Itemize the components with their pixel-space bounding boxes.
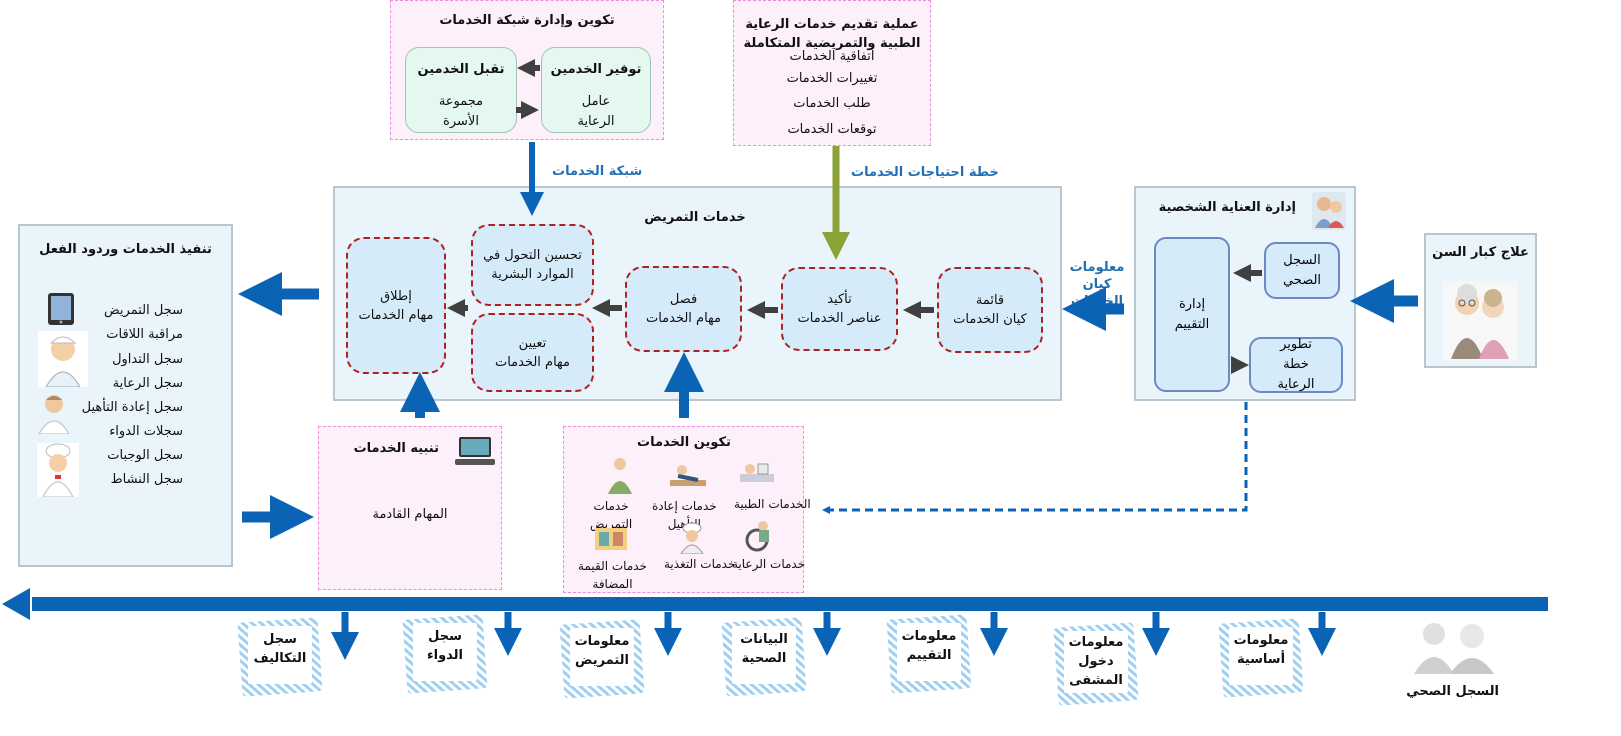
process-item-1: تغييرات الخدمات — [786, 71, 878, 86]
exec-item-2: سجل التداول — [112, 352, 183, 367]
separate-service-tasks[interactable]: فصل مهام الخدمات — [625, 266, 742, 352]
rehabilitation-icon — [670, 465, 706, 486]
tablet-icon — [48, 293, 74, 325]
process-item-0: اتفاقية الخدمات — [789, 49, 875, 64]
service-network-label: شبكة الخدمات — [552, 164, 643, 179]
process-item-3: توقعات الخدمات — [787, 122, 877, 137]
record-medication[interactable]: سجل الدواء — [402, 614, 488, 694]
process-panel: عملية تقديم خدمات الرعاية الطبية والتمري… — [733, 0, 931, 146]
exec-item-4: سجل إعادة التأهيل — [81, 400, 183, 415]
formation-item-2: خدمات التمريض — [590, 499, 633, 531]
receiver-box[interactable]: تقبل الخدمين مجموعة الأسرة — [405, 47, 517, 133]
nutrition-icon — [680, 522, 704, 554]
alert-body: المهام القادمة — [372, 507, 448, 522]
record-basic-info[interactable]: معلومات أساسية — [1218, 618, 1304, 698]
launch-service-tasks[interactable]: إطلاق مهام الخدمات — [346, 237, 446, 374]
formation-item-5: خدمات القيمة المضافة — [578, 559, 647, 591]
formation-item-1: خدمات إعادة التأهيل — [652, 499, 717, 531]
provider-box[interactable]: توفير الخدمين عامل الرعاية — [541, 47, 651, 133]
record-health-data[interactable]: البيانات الصحية — [721, 617, 807, 697]
record-admission-info[interactable]: معلومات دخول المشفى — [1053, 622, 1139, 706]
network-panel: تكوين وإدارة شبكة الخدمات توفير الخدمين … — [390, 0, 664, 140]
exec-item-0: سجل التمريض — [104, 303, 183, 318]
process-item-2: طلب الخدمات — [793, 96, 871, 111]
provider-body: عامل الرعاية — [577, 94, 615, 129]
nursing-services-icon — [608, 458, 632, 494]
formation-item-3: خدمات الرعاية — [732, 557, 806, 571]
chef-icon — [37, 443, 79, 497]
confirm-service-elements[interactable]: تأكيد عناصر الخدمات — [781, 267, 898, 351]
nurse-icon — [38, 331, 88, 387]
needs-plan-label: خطة احتياجات الخدمات — [851, 165, 999, 180]
exec-item-5: سجلات الدواء — [109, 424, 183, 439]
exec-item-6: سجل الوجبات — [107, 448, 183, 463]
nursing-panel-title: خدمات التمريض — [644, 210, 746, 225]
alert-title: تنبيه الخدمات — [353, 441, 439, 456]
exec-item-3: سجل الرعاية — [112, 376, 183, 391]
medical-services-icon — [740, 463, 774, 482]
improve-hr-transition[interactable]: تحسين التحول في الموارد البشرية — [471, 224, 594, 306]
service-entity-list[interactable]: قائمة كيان الخدمات — [937, 267, 1043, 353]
caregiver-icon — [1312, 192, 1346, 230]
value-added-icon — [595, 528, 627, 550]
health-record-box[interactable]: السجل الصحي — [1264, 242, 1340, 299]
care-services-icon — [745, 521, 769, 552]
record-costs[interactable]: سجل التكاليف — [237, 617, 323, 697]
doctor-icon — [38, 395, 70, 434]
receiver-body: مجموعة الأسرة — [438, 94, 484, 129]
network-panel-title: تكوين وإدارة شبكة الخدمات — [439, 13, 615, 28]
health-record-label: السجل الصحي — [1406, 684, 1499, 699]
elderly-couple-icon — [1443, 281, 1517, 361]
record-assessment-info[interactable]: معلومات التقييم — [886, 614, 972, 694]
execution-title: تنفيذ الخدمات وردود الفعل — [39, 242, 212, 257]
process-panel-title: عملية تقديم خدمات الرعاية الطبية والتمري… — [743, 17, 921, 51]
formation-item-0: الخدمات الطبية — [734, 497, 811, 511]
receiver-title: تقبل الخدمين — [417, 62, 505, 77]
care-plan-box[interactable]: تطوير خطة الرعاية — [1249, 337, 1343, 393]
formation-item-4: خدمات التغذية — [664, 557, 736, 571]
provider-title: توفير الخدمين — [550, 62, 642, 77]
formation-title: تكوين الخدمات — [637, 435, 731, 450]
exec-item-7: سجل النشاط — [110, 472, 183, 487]
personal-care-title: إدارة العناية الشخصية — [1158, 200, 1296, 215]
record-nursing-info[interactable]: معلومات التمريض — [559, 619, 645, 699]
elderly-title: علاج كبار السن — [1432, 245, 1529, 260]
assessment-management-box[interactable]: إدارة التقييم — [1154, 237, 1230, 392]
patients-icon — [1414, 623, 1494, 674]
formation-panel: تكوين الخدمات الخدمات الطبية خدمات إعادة… — [563, 426, 811, 593]
assign-service-tasks[interactable]: تعيين مهام الخدمات — [471, 313, 594, 392]
computer-icon — [455, 437, 495, 465]
exec-item-1: مراقبة اللاقات — [106, 327, 183, 342]
